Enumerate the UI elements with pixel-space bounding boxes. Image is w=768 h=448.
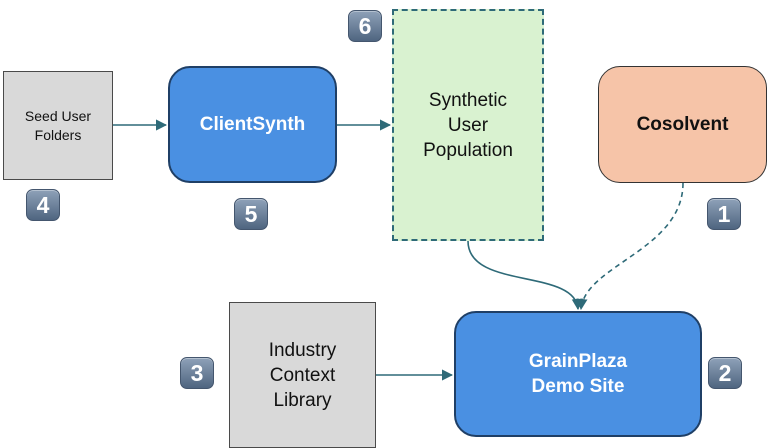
clientsynth-box[interactable]: ClientSynth	[168, 66, 337, 183]
step-badge-1: 1	[707, 198, 741, 230]
synthetic-user-population-box[interactable]: Synthetic User Population	[392, 9, 544, 241]
step-badge-2: 2	[708, 357, 742, 389]
step-badge-4: 4	[26, 189, 60, 221]
step-badge-5: 5	[234, 198, 268, 230]
clientsynth-label: ClientSynth	[199, 113, 306, 135]
seed-user-folders-box[interactable]: Seed User Folders	[3, 71, 113, 180]
industry-context-library-box[interactable]: Industry Context Library	[229, 302, 376, 448]
arrow-cosolvent-to-grainplaza	[576, 182, 684, 311]
step-badge-6: 6	[348, 10, 382, 42]
arrow-population-to-grainplaza	[467, 240, 583, 311]
cosolvent-label: Cosolvent	[636, 113, 729, 135]
grainplaza-demo-site-label: GrainPlaza Demo Site	[528, 351, 628, 397]
industry-context-library-label: Industry Context Library	[268, 339, 337, 411]
step-badge-3: 3	[180, 357, 214, 389]
seed-user-folders-label: Seed User Folders	[24, 107, 92, 143]
grainplaza-demo-site-box[interactable]: GrainPlaza Demo Site	[454, 311, 702, 437]
cosolvent-box[interactable]: Cosolvent	[598, 66, 767, 183]
synthetic-user-population-label: Synthetic User Population	[423, 89, 513, 161]
